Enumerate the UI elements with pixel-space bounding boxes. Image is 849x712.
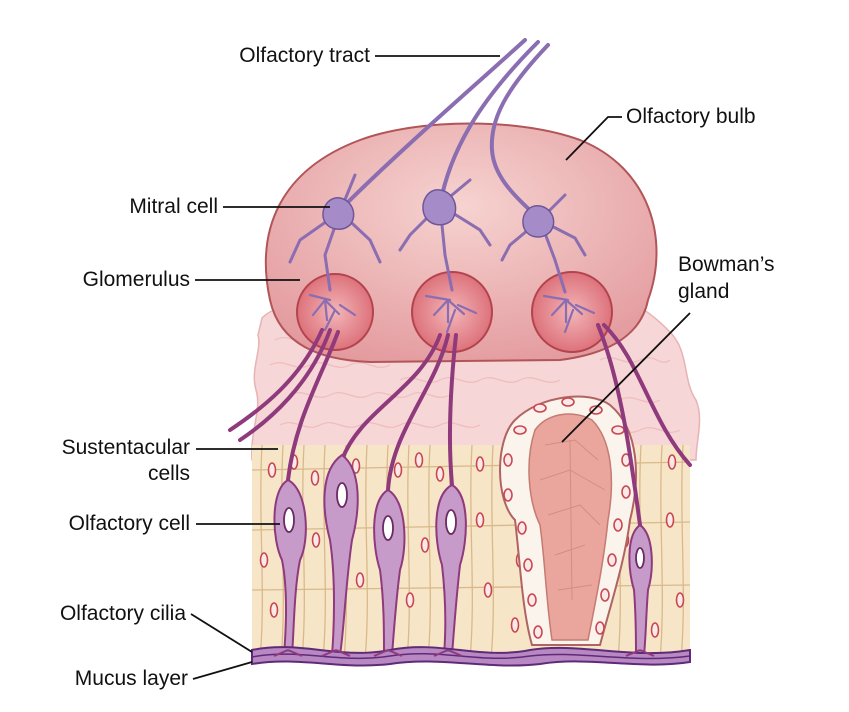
- label-olfactory-cell: Olfactory cell: [68, 512, 190, 535]
- label-sustentacular-line1: Sustentacular: [61, 436, 190, 459]
- label-mucus-layer: Mucus layer: [74, 667, 188, 690]
- label-bowmans-gland-line2: gland: [678, 280, 730, 303]
- glomeruli: [296, 271, 613, 353]
- label-bowmans-gland-line1: Bowman’s: [678, 253, 775, 276]
- label-olfactory-bulb: Olfactory bulb: [626, 105, 756, 128]
- label-sustentacular-line2: cells: [147, 462, 190, 485]
- olfactory-cilia: [273, 649, 655, 657]
- mitral-cells: [288, 173, 596, 334]
- olfactory-cell-axons: [228, 323, 692, 527]
- olfactory-tract-axons: [338, 38, 550, 222]
- bowmans-gland: [499, 395, 637, 646]
- label-olfactory-tract: Olfactory tract: [239, 44, 370, 67]
- leader-lines: [190, 55, 691, 680]
- label-mitral-cell: Mitral cell: [129, 195, 218, 218]
- olfactory-cell-nuclei: [283, 482, 645, 569]
- label-olfactory-cilia: Olfactory cilia: [59, 602, 186, 625]
- olfactory-cells: [273, 453, 653, 656]
- label-glomerulus: Glomerulus: [82, 268, 190, 291]
